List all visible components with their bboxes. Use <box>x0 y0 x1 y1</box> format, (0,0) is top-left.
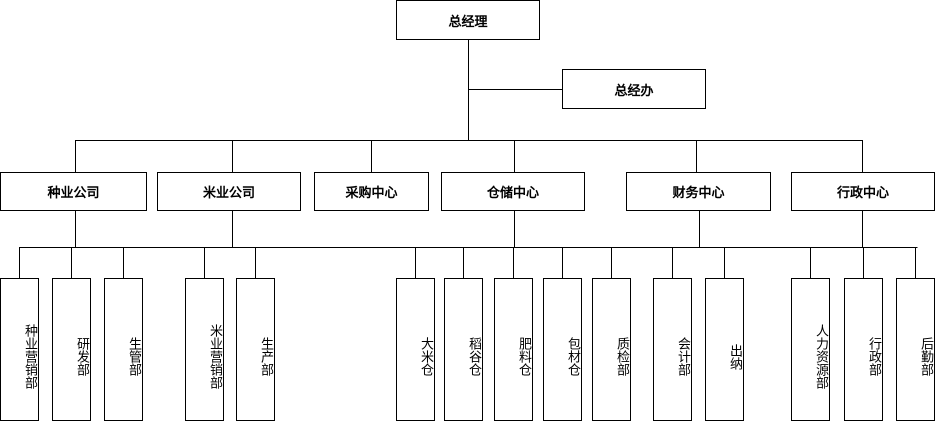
node-label: 种业营销部 <box>22 324 37 389</box>
node-department: 稻谷仓 <box>444 278 483 421</box>
node-department: 种业营销部 <box>0 278 39 421</box>
node-division-seed: 种业公司 <box>0 172 147 211</box>
node-label: 肥料仓 <box>516 337 531 376</box>
node-label: 稻谷仓 <box>466 337 481 376</box>
node-label: 财务中心 <box>672 186 725 201</box>
node-label: 总经理 <box>448 14 488 30</box>
node-label: 仓储中心 <box>486 186 539 201</box>
node-label: 出纳 <box>727 343 742 370</box>
node-label: 生产部 <box>258 337 273 376</box>
node-label: 行政部 <box>866 337 881 376</box>
node-label: 包材仓 <box>565 337 580 376</box>
node-label: 总经办 <box>614 83 654 99</box>
node-department: 研发部 <box>52 278 91 421</box>
node-general-office: 总经办 <box>562 69 706 109</box>
node-label: 大米仓 <box>418 337 433 376</box>
node-label: 后勤部 <box>918 337 933 376</box>
node-label: 采购中心 <box>345 186 398 201</box>
node-division-purchase: 采购中心 <box>314 172 429 211</box>
node-label: 行政中心 <box>836 186 889 201</box>
node-department: 生产部 <box>236 278 275 421</box>
node-label: 米业公司 <box>202 186 255 201</box>
node-division-rice: 米业公司 <box>157 172 301 211</box>
node-label: 生管部 <box>126 337 141 376</box>
node-label: 种业公司 <box>47 186 100 201</box>
node-department: 行政部 <box>844 278 883 421</box>
node-label: 人力资源部 <box>813 324 828 389</box>
node-department: 后勤部 <box>896 278 935 421</box>
node-department: 人力资源部 <box>791 278 830 421</box>
node-label: 米业营销部 <box>207 324 222 389</box>
node-division-storage: 仓储中心 <box>441 172 585 211</box>
node-division-admin: 行政中心 <box>791 172 935 211</box>
node-department: 出纳 <box>705 278 744 421</box>
node-department: 肥料仓 <box>494 278 533 421</box>
node-department: 生管部 <box>104 278 143 421</box>
node-label: 会计部 <box>675 337 690 376</box>
node-division-finance: 财务中心 <box>626 172 771 211</box>
node-department: 包材仓 <box>543 278 582 421</box>
node-label: 质检部 <box>614 337 629 376</box>
node-general-manager: 总经理 <box>396 0 540 40</box>
node-label: 研发部 <box>74 337 89 376</box>
node-department: 质检部 <box>592 278 631 421</box>
node-department: 会计部 <box>653 278 692 421</box>
node-department: 米业营销部 <box>185 278 224 421</box>
node-department: 大米仓 <box>396 278 435 421</box>
